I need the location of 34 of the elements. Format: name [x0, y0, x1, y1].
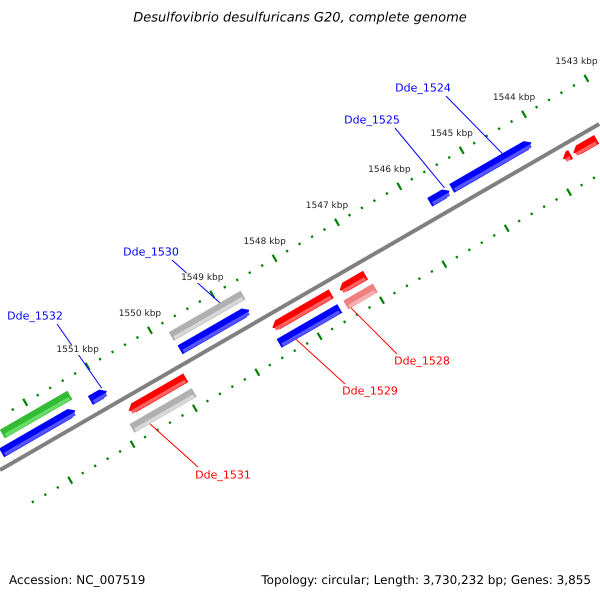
leader-line	[350, 307, 398, 354]
gene-block	[343, 284, 378, 310]
tick-label: 1548 kbp	[243, 237, 286, 248]
gene-block	[0, 409, 76, 458]
tick-label: 1547 kbp	[306, 201, 348, 212]
gene-block	[573, 135, 600, 156]
gene-block	[88, 390, 108, 405]
title: Desulfovibrio desulfuricans G20, complete genome	[133, 10, 467, 26]
gene-label: Dde_1530	[123, 246, 179, 258]
leader-line	[149, 423, 198, 468]
footer-text: Topology: circular; Length: 3,730,232 bp; Genes: 3,855	[261, 573, 591, 587]
gene-block	[449, 141, 532, 193]
tick-label: 1544 kbp	[492, 93, 536, 104]
footer-text: Accession: NC_007519	[9, 573, 146, 587]
tick-label: 1549 kbp	[181, 273, 224, 284]
gene-label: Dde_1532	[7, 310, 63, 322]
gene-label: Dde_1529	[342, 384, 398, 398]
gene-block	[129, 388, 197, 433]
tick-label: 1550 kbp	[118, 309, 162, 320]
gene-block	[276, 304, 342, 348]
gene-block	[168, 290, 246, 341]
gene-block	[562, 150, 574, 162]
gene-label: Dde_1524	[395, 82, 451, 94]
tick-label: 1546 kbp	[368, 165, 411, 176]
gene-label: Dde_1525	[344, 114, 400, 126]
gene-label: Dde_1528	[394, 354, 450, 368]
leader-line	[394, 128, 446, 188]
tick-label: 1551 kbp	[56, 345, 99, 356]
tick-label: 1545 kbp	[430, 129, 473, 140]
gene-block	[427, 189, 450, 207]
gene-label: Dde_1531	[195, 468, 251, 482]
leader-line	[296, 338, 346, 384]
leader-line	[446, 96, 503, 154]
tick-label: 1543 kbp	[555, 57, 598, 68]
